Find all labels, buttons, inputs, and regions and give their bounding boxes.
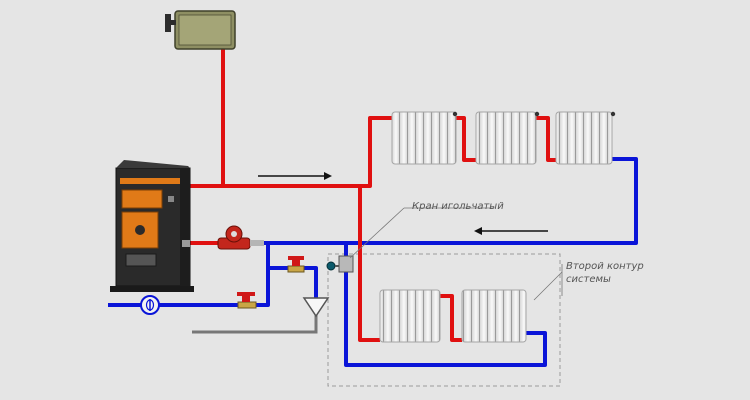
return-pipes [108, 157, 638, 367]
ball-valve-icon [237, 292, 257, 309]
supply-pipes [188, 43, 560, 342]
flow-arrow-return [474, 227, 548, 235]
expansion-tank-icon [165, 10, 236, 50]
second-circuit-frame [327, 253, 561, 387]
air-vent-icon [610, 111, 616, 117]
radiator-1 [391, 111, 457, 165]
radiator-5 [461, 289, 527, 343]
second-circuit-leader [533, 271, 563, 301]
needle-valve-leader [349, 207, 405, 259]
radiator-2 [475, 111, 537, 165]
second-circuit-label: Второй контур системы [566, 261, 644, 285]
filter-icon [140, 295, 160, 315]
ball-valve-icon [287, 256, 305, 273]
boiler [110, 160, 194, 292]
drain-pipe [192, 312, 318, 334]
circulation-pump-icon [217, 225, 264, 250]
needle-valve-label: Кран игольчатый [412, 201, 504, 212]
needle-valve-icon [326, 255, 354, 273]
air-vent-icon [452, 111, 458, 117]
funnel-icon [302, 297, 330, 318]
radiator-4 [379, 289, 441, 343]
boiler-outlet [182, 240, 190, 247]
radiator-3 [555, 111, 613, 165]
flow-arrow-supply [258, 172, 332, 180]
air-vent-icon [534, 111, 540, 117]
